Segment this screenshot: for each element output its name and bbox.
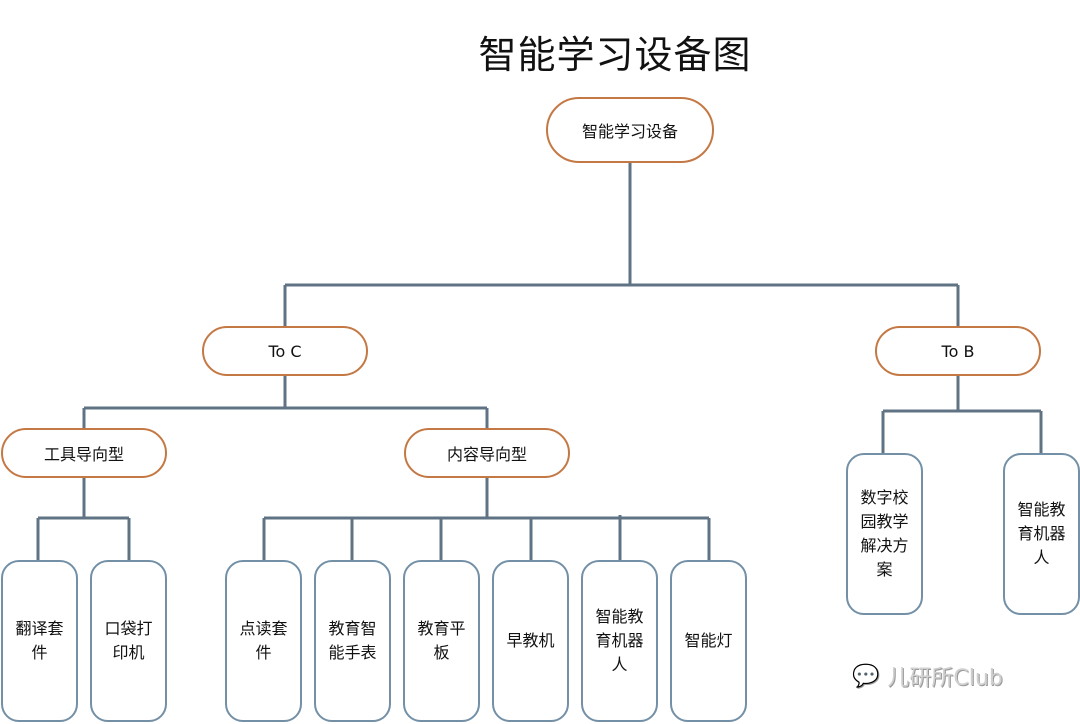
root-node: 智能学习设备 [546, 97, 714, 163]
node-to-b-label: To B [941, 341, 975, 361]
leaf-label: 早教机 [506, 631, 555, 650]
node-to-b: To B [875, 326, 1041, 376]
leaf-edu-robot-b: 智能教育机器人 [1003, 453, 1080, 615]
leaf-reading-pen-kit: 点读套件 [225, 560, 302, 722]
node-tool-oriented: 工具导向型 [1, 428, 167, 478]
leaf-translation-kit: 翻译套件 [1, 560, 78, 722]
node-content-oriented: 内容导向型 [404, 428, 570, 478]
connector-to-b [881, 376, 1043, 453]
leaf-label: 智能教育机器人 [595, 607, 644, 674]
node-to-c-label: To C [268, 341, 302, 361]
node-content-oriented-label: 内容导向型 [446, 445, 527, 464]
connector-tool [36, 478, 131, 560]
leaf-education-tablet: 教育平板 [403, 560, 480, 722]
connector-root [283, 163, 960, 326]
root-label: 智能学习设备 [581, 122, 678, 141]
wechat-icon: 💬 [852, 663, 880, 689]
leaf-label: 数字校园教学解决方案 [860, 488, 909, 579]
leaf-early-learning-machine: 早教机 [492, 560, 569, 722]
leaf-label: 口袋打印机 [104, 619, 153, 662]
leaf-smart-watch: 教育智能手表 [314, 560, 391, 722]
leaf-edu-robot-c: 智能教育机器人 [581, 560, 658, 722]
watermark-text: 儿研所Club [887, 666, 1003, 691]
connector-to-c [82, 376, 489, 428]
leaf-label: 点读套件 [239, 619, 288, 662]
leaf-digital-campus: 数字校园教学解决方案 [846, 453, 923, 615]
leaf-label: 智能灯 [684, 631, 733, 650]
leaf-label: 翻译套件 [15, 619, 64, 662]
leaf-label: 智能教育机器人 [1017, 500, 1066, 567]
connector-content [262, 478, 711, 560]
leaf-smart-lamp: 智能灯 [670, 560, 747, 722]
leaf-label: 教育平板 [417, 619, 466, 662]
node-to-c: To C [202, 326, 368, 376]
watermark: 💬 儿研所Club [852, 660, 1003, 692]
diagram-title: 智能学习设备图 [478, 33, 752, 77]
leaf-pocket-printer: 口袋打印机 [90, 560, 167, 722]
node-tool-oriented-label: 工具导向型 [43, 445, 124, 464]
leaf-label: 教育智能手表 [328, 619, 377, 662]
